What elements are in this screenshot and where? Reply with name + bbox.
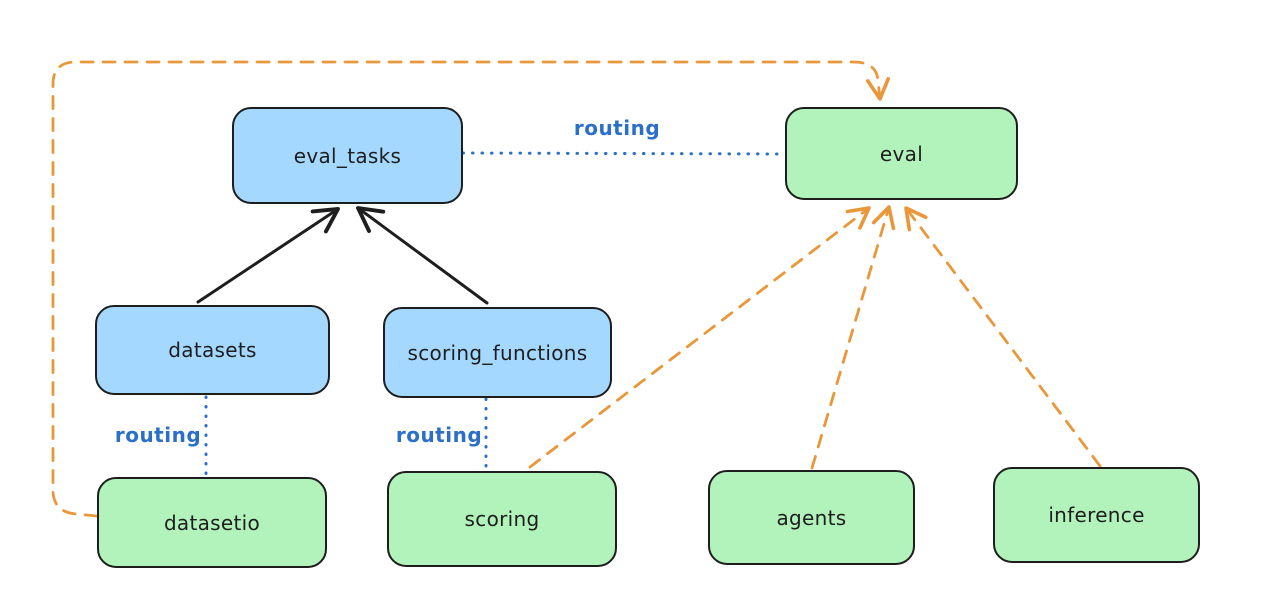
edge-scoring-functions-to-eval-tasks <box>356 206 489 305</box>
edge-datasetio-to-eval <box>51 60 890 518</box>
edge-eval-tasks-to-eval <box>461 151 787 156</box>
node-datasets: datasets <box>95 305 330 395</box>
node-eval: eval <box>785 107 1018 200</box>
node-scoring: scoring <box>387 471 617 567</box>
node-scoring-functions: scoring_functions <box>383 307 612 398</box>
edge-scoring-to-eval <box>528 206 871 469</box>
edge-label-routing-scoring: routing <box>395 423 483 447</box>
edge-agents-to-eval <box>810 205 896 470</box>
edge-label-routing-top: routing <box>573 116 661 140</box>
edge-datasets-to-eval-tasks <box>196 207 340 304</box>
node-inference: inference <box>993 467 1200 563</box>
node-agents: agents <box>708 470 915 565</box>
node-eval-tasks: eval_tasks <box>232 107 463 204</box>
edge-inference-to-eval <box>904 206 1102 468</box>
edge-label-routing-datasetio: routing <box>114 423 202 447</box>
node-datasetio: datasetio <box>97 477 327 568</box>
